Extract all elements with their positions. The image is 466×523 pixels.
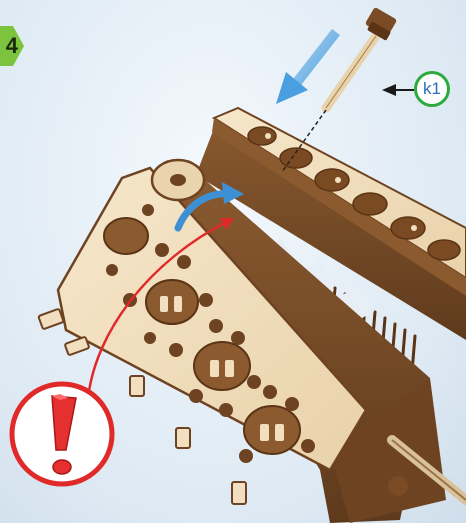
exclamation-warning-icon xyxy=(9,381,115,487)
small-blue-curve-arrow xyxy=(174,182,244,232)
insert-direction-arrow xyxy=(276,28,340,104)
insertion-guide-line xyxy=(281,109,327,173)
part-label-badge: k1 xyxy=(414,71,450,107)
right-cylinder-head xyxy=(211,106,466,296)
warning-leader-arrowhead xyxy=(220,218,234,230)
step-number: 4 xyxy=(5,33,18,58)
crankshaft-rod xyxy=(387,435,466,505)
left-cylinder-head-face xyxy=(56,166,368,472)
mounting-pegs xyxy=(37,308,247,505)
warning-leader-line xyxy=(86,220,227,399)
part-label-text: k1 xyxy=(423,79,441,98)
front-pulley xyxy=(150,158,206,202)
k1-pin-part xyxy=(321,7,397,113)
pointer-arrow-icon xyxy=(382,84,414,96)
